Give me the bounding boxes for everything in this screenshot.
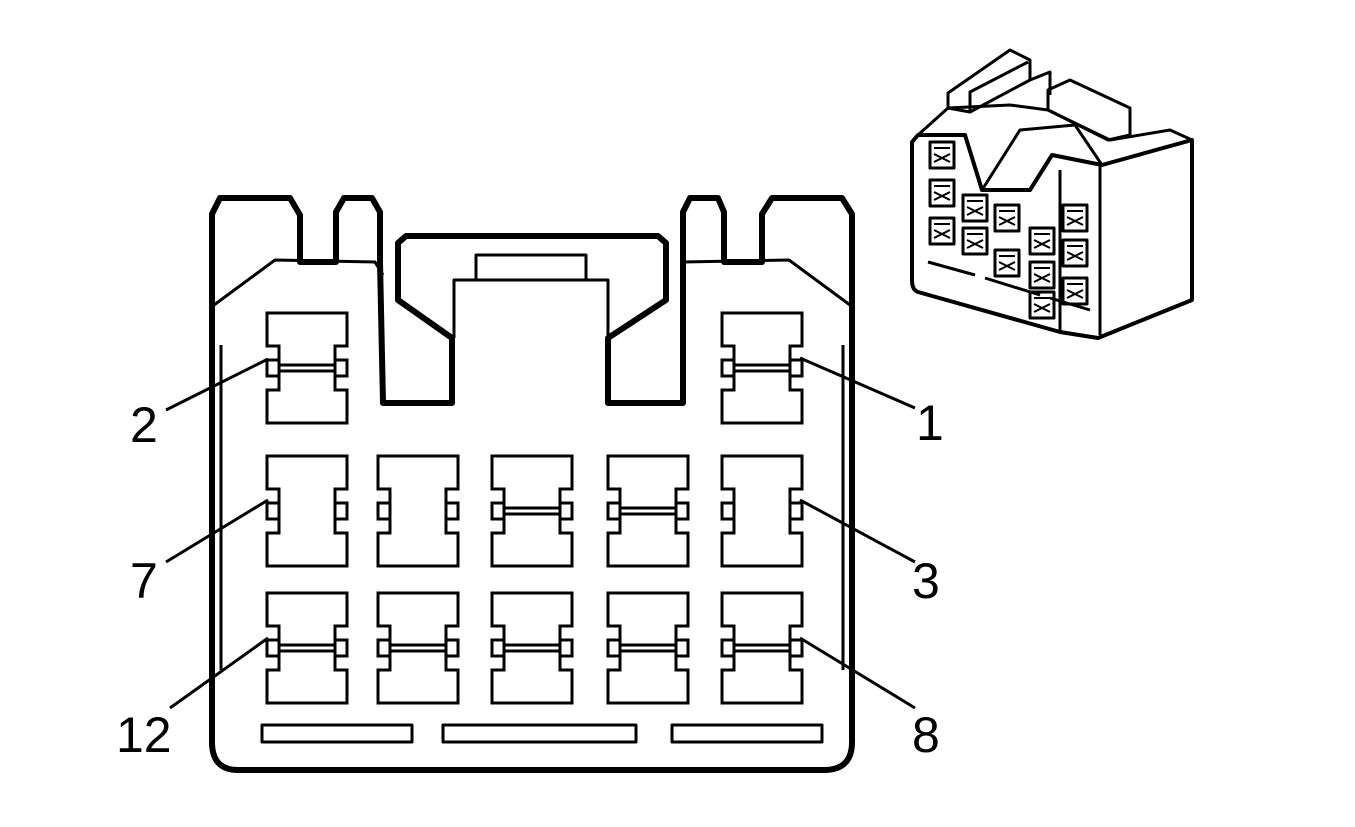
leader-line-pin-2	[165, 357, 269, 412]
iso-cavity	[993, 203, 1021, 233]
iso-cavity-terminal	[966, 200, 984, 216]
leader-line-pin-1	[799, 356, 916, 410]
pin-cavity	[720, 311, 804, 425]
pin-cavity	[720, 454, 804, 568]
pin-cavity	[490, 591, 574, 705]
iso-cavity	[1028, 260, 1056, 290]
iso-top-surface	[916, 103, 1194, 162]
iso-slot	[927, 260, 976, 277]
iso-cavity-terminal	[1033, 267, 1051, 283]
leader-lines	[165, 356, 916, 710]
pin-cavity	[265, 591, 349, 705]
iso-center-channel	[980, 123, 1104, 191]
keying-slot	[670, 723, 824, 744]
pin-cavities	[265, 311, 804, 705]
iso-slot	[984, 276, 1041, 297]
iso-front-face	[910, 133, 1194, 340]
iso-cavity-terminal	[1033, 297, 1051, 313]
iso-cavity-grid	[928, 140, 1089, 320]
connector-face	[209, 195, 855, 773]
connector-isometric-view	[910, 48, 1194, 340]
pin-label-2: 2	[130, 397, 158, 453]
iso-cavity-terminal	[1066, 283, 1084, 299]
iso-cavity-terminal	[933, 223, 951, 239]
iso-cavity	[961, 226, 989, 256]
pin-cavity	[606, 454, 690, 568]
keying-slot	[260, 723, 414, 744]
pin-label-12: 12	[116, 707, 172, 763]
iso-cavity-terminal	[933, 185, 951, 201]
iso-cavity-terminal	[1066, 210, 1084, 226]
iso-cavity	[1028, 226, 1056, 256]
leader-line-pin-3	[799, 498, 916, 564]
iso-cavity	[1061, 238, 1089, 268]
pin-label-7: 7	[130, 553, 158, 609]
connector-housing-outline	[209, 195, 855, 773]
keying-slot	[441, 723, 638, 744]
iso-cavity	[928, 178, 956, 208]
iso-cavity	[928, 216, 956, 246]
pin-cavity	[265, 311, 349, 425]
pin-cavity	[606, 591, 690, 705]
leader-line-pin-12	[169, 636, 269, 710]
latch-tab	[474, 253, 588, 282]
iso-cavity	[1028, 290, 1056, 320]
iso-cavity-terminal	[933, 147, 951, 163]
leader-line-pin-7	[165, 498, 269, 564]
pin-cavity	[265, 454, 349, 568]
iso-cavity-terminal	[998, 210, 1016, 226]
iso-cavity-terminal	[1066, 245, 1084, 261]
iso-cavity-terminal	[998, 255, 1016, 271]
iso-latch	[968, 60, 1029, 112]
iso-cavity-terminal	[966, 233, 984, 249]
pin-cavity	[490, 454, 574, 568]
iso-cavity	[928, 140, 956, 170]
iso-cavity	[1061, 276, 1089, 306]
iso-cavity	[993, 248, 1021, 278]
housing-inner-edge	[682, 258, 851, 307]
pin-label-3: 3	[912, 553, 940, 609]
latch-window	[452, 278, 610, 338]
iso-slot	[1049, 296, 1091, 312]
pin-label-1: 1	[916, 395, 944, 451]
leader-line-pin-8	[799, 636, 916, 710]
pin-label-8: 8	[912, 707, 940, 763]
iso-latch	[1029, 70, 1052, 95]
pin-cavity	[376, 591, 460, 705]
iso-cavity	[961, 193, 989, 223]
pin-cavity	[376, 454, 460, 568]
iso-cavity-terminal	[1033, 233, 1051, 249]
iso-cavity	[1061, 203, 1089, 233]
pin-cavity	[720, 591, 804, 705]
housing-inner-edge	[213, 258, 385, 307]
